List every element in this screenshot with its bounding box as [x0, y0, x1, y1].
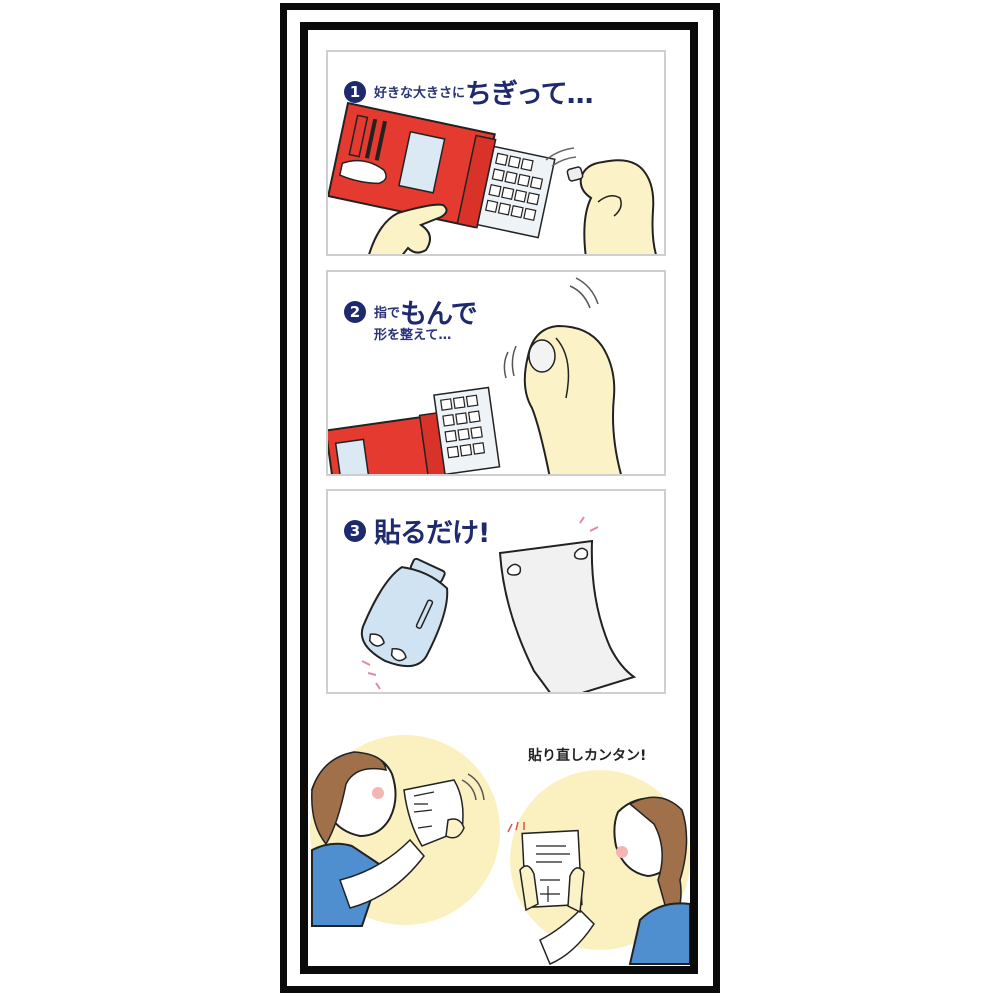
- step-1-heading: 1 好きな大きさに ちぎって…: [344, 72, 594, 111]
- step-1-lead-text: 好きな大きさに: [374, 86, 466, 101]
- step-3-number-badge: 3: [344, 519, 366, 542]
- putty-on-bottle-and-paper-illustration: [360, 516, 637, 692]
- step-2-lead-text: 指で: [374, 306, 401, 321]
- step-2-emphasis-text: もんで: [400, 299, 478, 330]
- reposition-caption: 貼り直しカンタン!: [528, 748, 647, 764]
- step-2-panel: 2 指で もんで 形を整えて…: [326, 270, 666, 476]
- step-2-sub-text: 形を整えて…: [374, 328, 452, 343]
- step-3-panel: 3 貼るだけ!: [326, 489, 666, 694]
- step-3-heading: 3 貼るだけ!: [344, 511, 490, 550]
- tearing-putty-illustration: [328, 101, 657, 254]
- step-2-number-badge: 2: [344, 300, 366, 323]
- step-3-emphasis-text: 貼るだけ!: [374, 518, 490, 549]
- step-1-number-badge: 1: [344, 80, 366, 103]
- step-2-heading: 2 指で もんで: [344, 292, 478, 331]
- step-1-panel: 1 好きな大きさに ちぎって…: [326, 50, 666, 256]
- step-1-emphasis-text: ちぎって…: [465, 79, 594, 110]
- kneading-putty-illustration: [328, 277, 622, 474]
